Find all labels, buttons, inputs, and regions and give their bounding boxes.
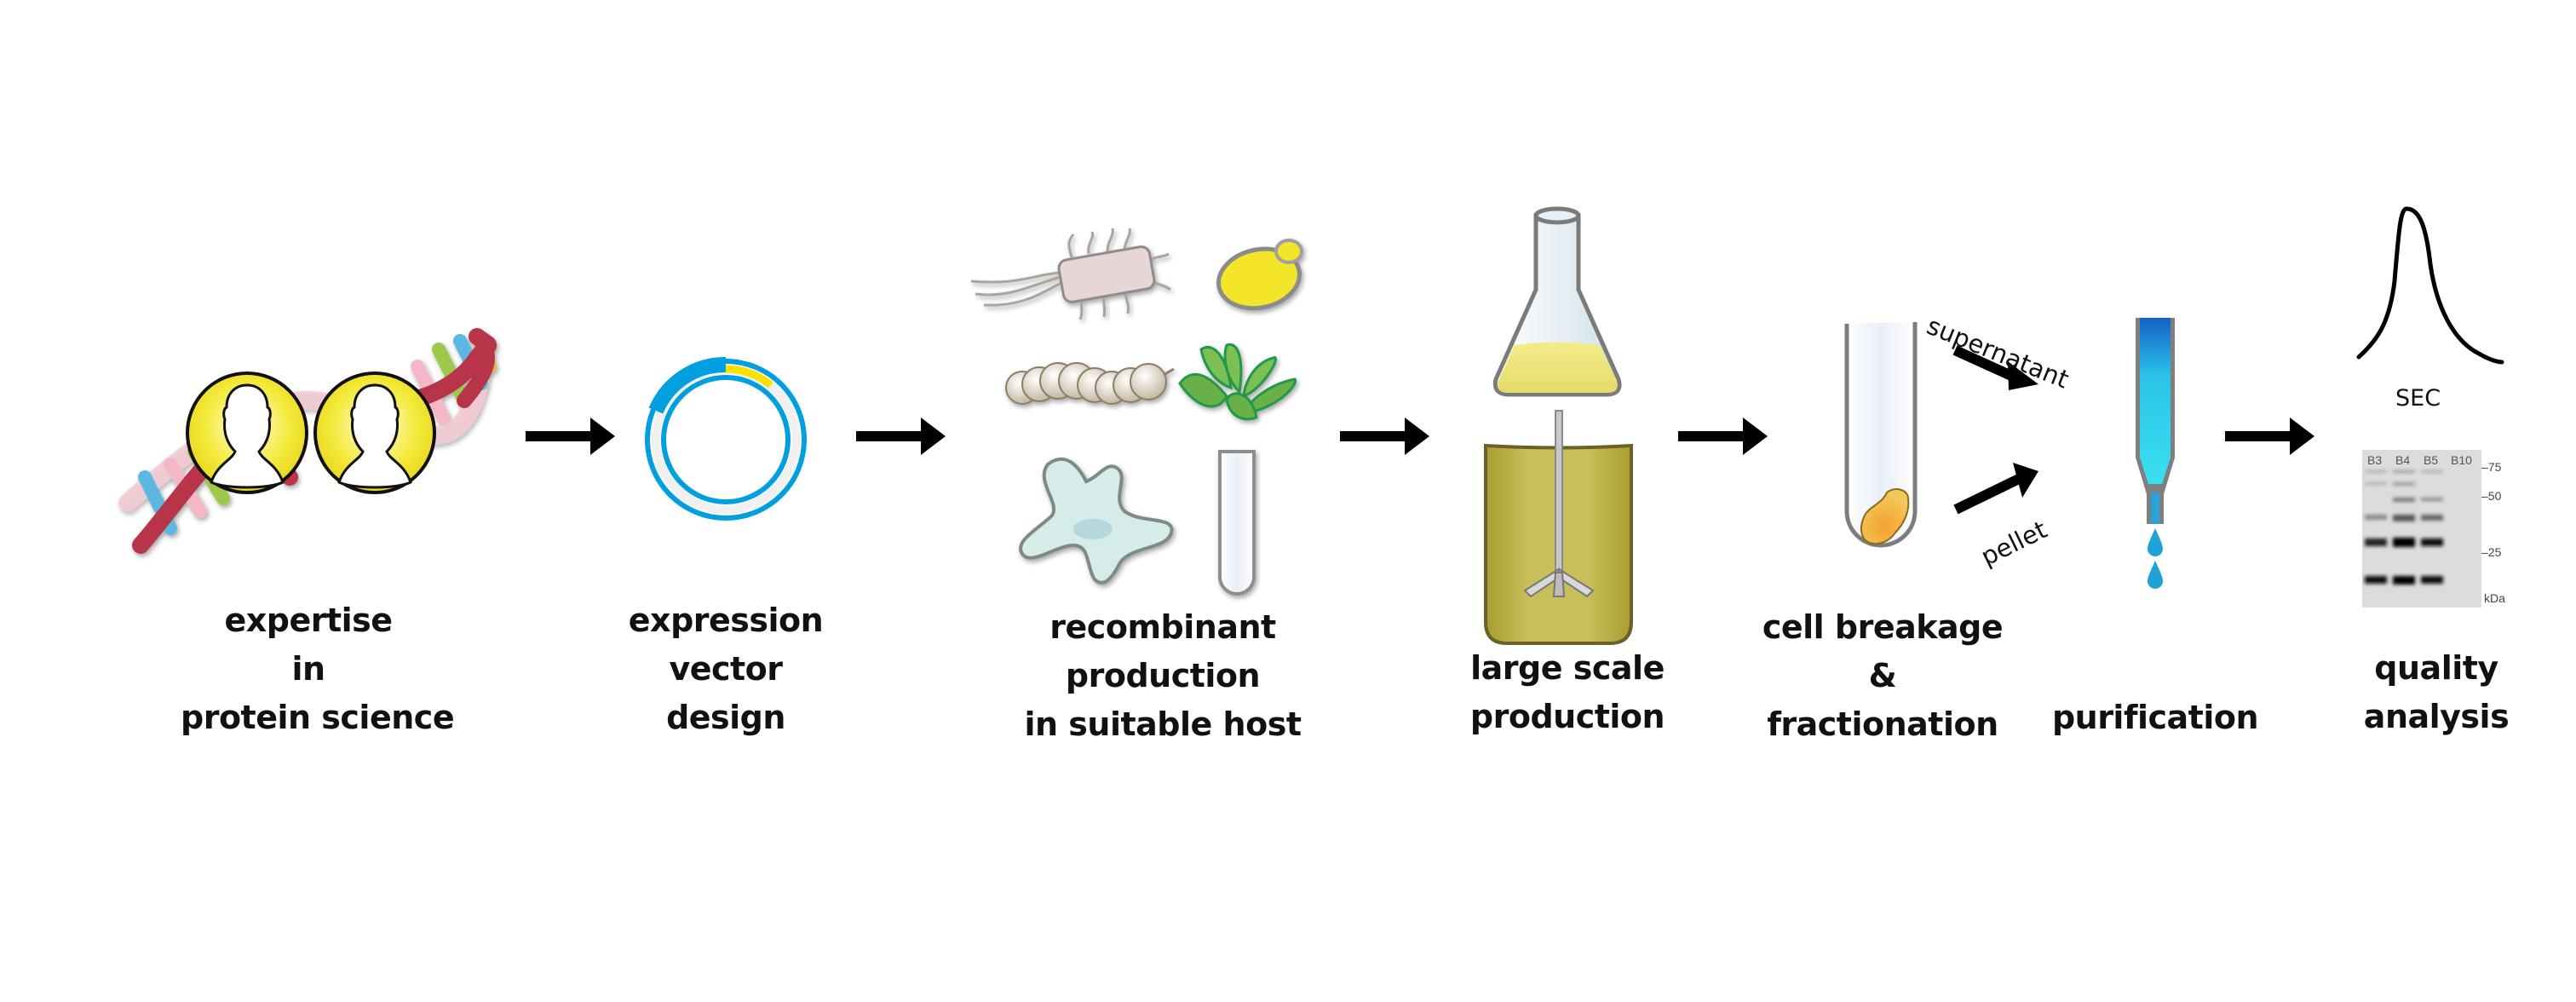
step-label-quality: quality analysis (2343, 644, 2530, 741)
label-line: design (666, 699, 785, 736)
step-label-vector: expression vector design (615, 596, 837, 742)
label-line: expertise (224, 602, 393, 639)
flask-bioreactor-icon (1484, 206, 1633, 645)
sec-chromatogram-icon (2356, 206, 2504, 365)
host-organisms-icon (970, 227, 1303, 596)
gel-marker-75: –75 (2481, 460, 2502, 474)
bacterium-icon (970, 227, 1171, 320)
arrow-icon (2225, 418, 2314, 455)
label-line: vector (669, 650, 783, 688)
gel-lane-label: B4 (2395, 453, 2411, 467)
label-line: production (1065, 657, 1261, 694)
gel-marker-25: –25 (2481, 545, 2502, 559)
step-label-breakage: cell breakage & fractionation (1755, 603, 2010, 749)
chromatography-column-icon (2136, 318, 2175, 589)
label-line: fractionation (1767, 705, 1998, 743)
label-line: protein science (181, 699, 455, 736)
bioreactor-icon (1484, 410, 1633, 645)
label-line: & (1868, 657, 1897, 694)
sds-gel-image: B3 B4 B5 B10 (2362, 450, 2481, 608)
gel-unit-label: kDa (2484, 591, 2505, 605)
arrow-icon (856, 418, 946, 455)
sec-label: SEC (2395, 385, 2441, 412)
expert-avatar-icon (186, 371, 308, 494)
plant-icon (1178, 343, 1297, 421)
arrow-icon (526, 418, 615, 455)
label-line: large scale (1470, 649, 1665, 687)
step-label-purification: purification (2044, 694, 2266, 742)
yeast-icon (1216, 239, 1303, 311)
label-line: production (1469, 698, 1665, 735)
arrow-icon (1678, 418, 1768, 455)
step-label-host: recombinant production in suitable host (1022, 603, 1303, 749)
arrow-icon (1340, 418, 1429, 455)
pellet-arrow-icon (1953, 463, 2038, 515)
label-line: expression (628, 602, 824, 639)
dna-experts-icon (118, 328, 497, 554)
label-line: analysis (2363, 698, 2510, 735)
expert-avatar-icon (313, 371, 436, 494)
step-label-scale: large scale production (1448, 644, 1687, 741)
plasmid-icon (645, 356, 807, 521)
label-line: in suitable host (1024, 705, 1302, 743)
label-line: cell breakage (1762, 608, 2004, 646)
gel-lane-label: B3 (2367, 453, 2383, 467)
label-line: in (291, 650, 325, 688)
gel-marker-50: –50 (2481, 489, 2502, 503)
label-line: recombinant (1049, 608, 1276, 646)
mammalian-cell-icon (1019, 458, 1174, 584)
step-label-expertise: expertise in protein science (181, 596, 455, 742)
centrifuge-tube-icon (1844, 322, 1918, 548)
gel-bands (2365, 470, 2443, 584)
label-line: purification (2051, 699, 2259, 736)
insect-larva-icon (1005, 362, 1175, 405)
gel-lane-label: B10 (2451, 453, 2472, 467)
cell-free-tube-icon (1218, 450, 1256, 596)
flask-icon (1492, 206, 1622, 397)
gel-lane-label: B5 (2424, 453, 2439, 467)
label-line: quality (2374, 649, 2498, 687)
supernatant-arrow-icon (1952, 345, 2038, 390)
